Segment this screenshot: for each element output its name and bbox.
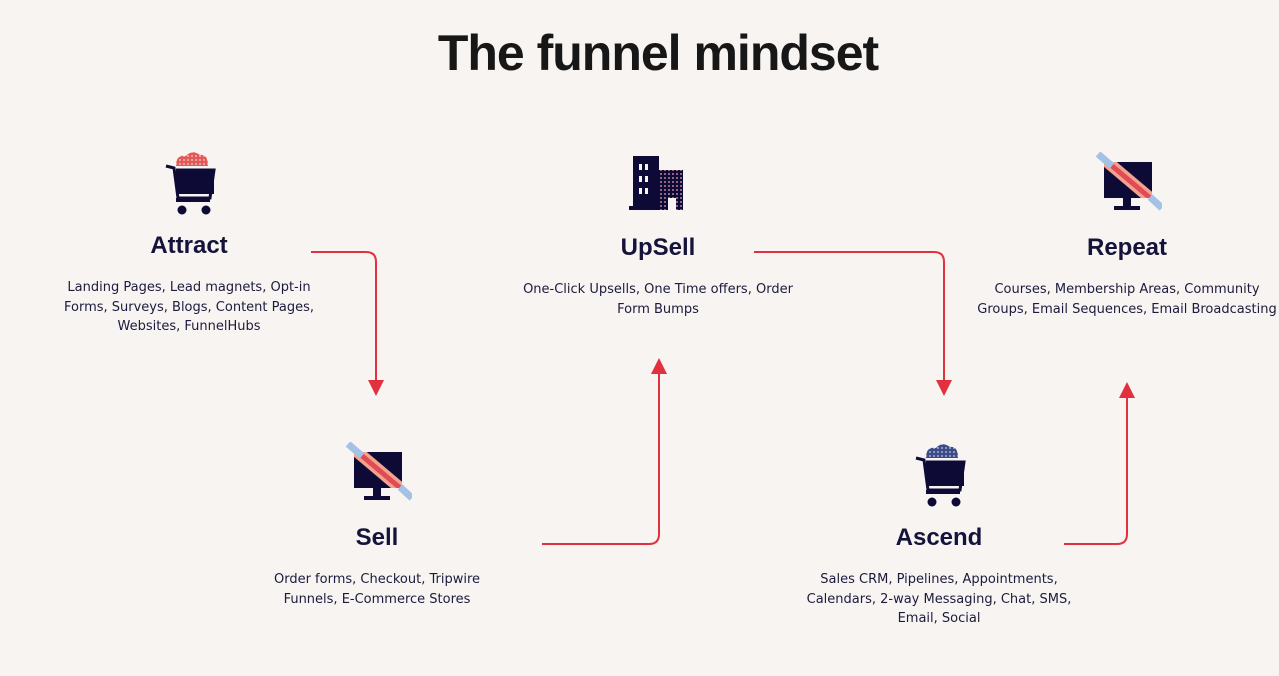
stage-sell: Sell Order forms, Checkout, Tripwire Fun… <box>227 442 527 609</box>
stage-description-attract: Landing Pages, Lead magnets, Opt-in Form… <box>63 280 315 334</box>
shopping-cart-icon <box>904 442 974 510</box>
stage-ascend: Ascend Sales CRM, Pipelines, Appointment… <box>789 442 1089 629</box>
stage-label-repeat: Repeat <box>1086 234 1168 261</box>
stage-label-ascend: Ascend <box>895 524 983 551</box>
monitor-icon <box>342 442 412 510</box>
stage-description-upsell: One-Click Upsells, One Time offers, Orde… <box>523 282 793 317</box>
stage-label-upsell: UpSell <box>620 234 696 261</box>
stage-description-ascend: Sales CRM, Pipelines, Appointments, Cale… <box>806 572 1072 626</box>
stage-description-repeat: Courses, Membership Areas, Community Gro… <box>977 282 1277 317</box>
stage-attract: Attract Landing Pages, Lead magnets, Opt… <box>39 150 339 337</box>
page-title: The funnel mindset <box>437 25 879 81</box>
building-icon <box>623 152 693 220</box>
stage-repeat: Repeat Courses, Membership Areas, Commun… <box>977 152 1277 319</box>
shopping-cart-icon <box>154 150 224 218</box>
stage-description-sell: Order forms, Checkout, Tripwire Funnels,… <box>273 572 481 607</box>
arrow-sell-to-upsell <box>542 358 667 545</box>
stage-label-sell: Sell <box>355 524 399 551</box>
monitor-icon <box>1092 152 1162 220</box>
stage-upsell: UpSell One-Click Upsells, One Time offer… <box>508 152 808 319</box>
stage-label-attract: Attract <box>150 232 228 259</box>
